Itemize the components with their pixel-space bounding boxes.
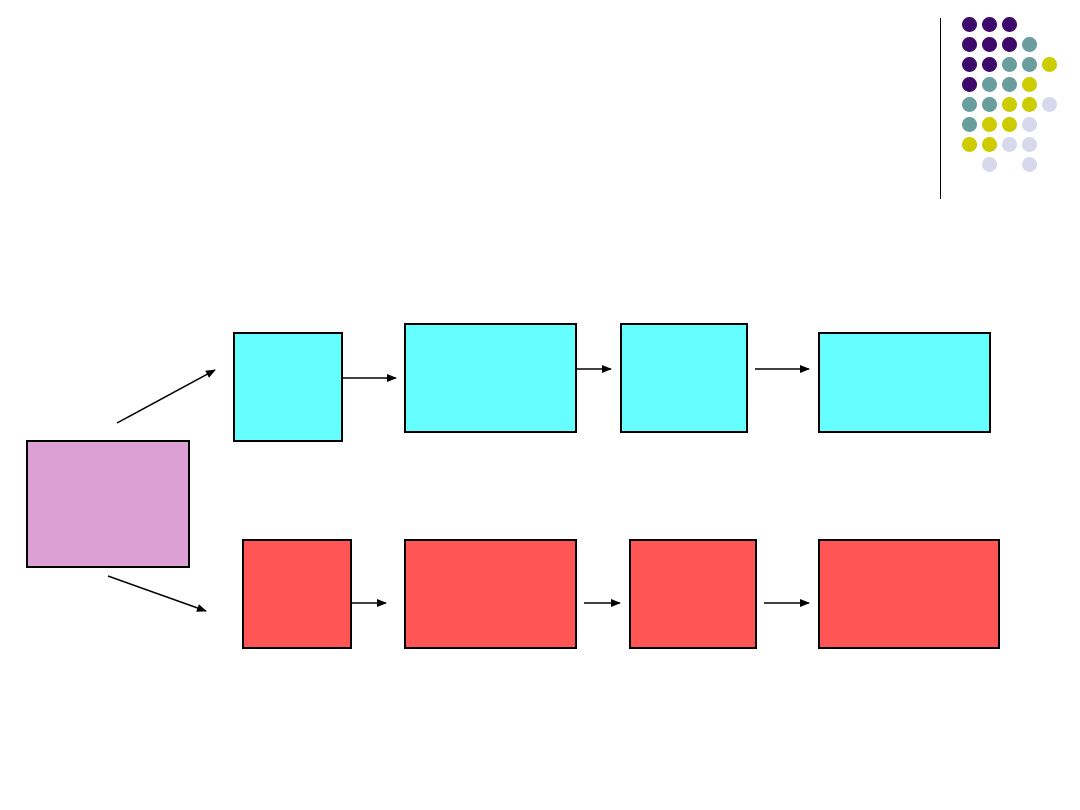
arrow-source-to-bottom: [107, 575, 207, 612]
decorative-dot: [982, 77, 997, 92]
decorative-dot: [1022, 157, 1037, 172]
corner-divider-line: [940, 18, 941, 199]
bottom-step-4-box: [818, 539, 1000, 649]
bottom-step-3-box: [629, 539, 757, 649]
bottom-step-2-box: [404, 539, 577, 649]
decorative-dot: [1002, 117, 1017, 132]
decorative-dot: [962, 137, 977, 152]
decorative-dot: [982, 137, 997, 152]
decorative-dot: [1022, 137, 1037, 152]
decorative-dot: [962, 97, 977, 112]
decorative-dot: [962, 57, 977, 72]
decorative-dot: [982, 17, 997, 32]
top-step-2-box: [404, 323, 577, 433]
decorative-dot: [1002, 17, 1017, 32]
decorative-dot: [1002, 37, 1017, 52]
decorative-dot: [1042, 57, 1057, 72]
decorative-dot: [1022, 77, 1037, 92]
decorative-dot: [1022, 57, 1037, 72]
decorative-dot: [1002, 137, 1017, 152]
decorative-dot: [982, 57, 997, 72]
decorative-dot: [1022, 97, 1037, 112]
arrow-source-to-top: [116, 369, 216, 424]
decorative-dot: [982, 157, 997, 172]
top-step-1-box: [233, 332, 343, 442]
decorative-dot: [1022, 37, 1037, 52]
decorative-dot: [982, 97, 997, 112]
decorative-dot: [982, 117, 997, 132]
decorative-dot: [1022, 117, 1037, 132]
decorative-dot: [1002, 77, 1017, 92]
decorative-dot: [962, 77, 977, 92]
top-step-3-box: [620, 323, 748, 433]
source-box: [26, 440, 190, 568]
decorative-dot: [982, 37, 997, 52]
top-step-4-box: [818, 332, 991, 433]
decorative-dot: [1002, 57, 1017, 72]
decorative-dot: [1042, 97, 1057, 112]
decorative-dot: [962, 117, 977, 132]
bottom-step-1-box: [242, 539, 352, 649]
decorative-dot: [1002, 97, 1017, 112]
decorative-dot: [962, 37, 977, 52]
decorative-dot: [962, 17, 977, 32]
